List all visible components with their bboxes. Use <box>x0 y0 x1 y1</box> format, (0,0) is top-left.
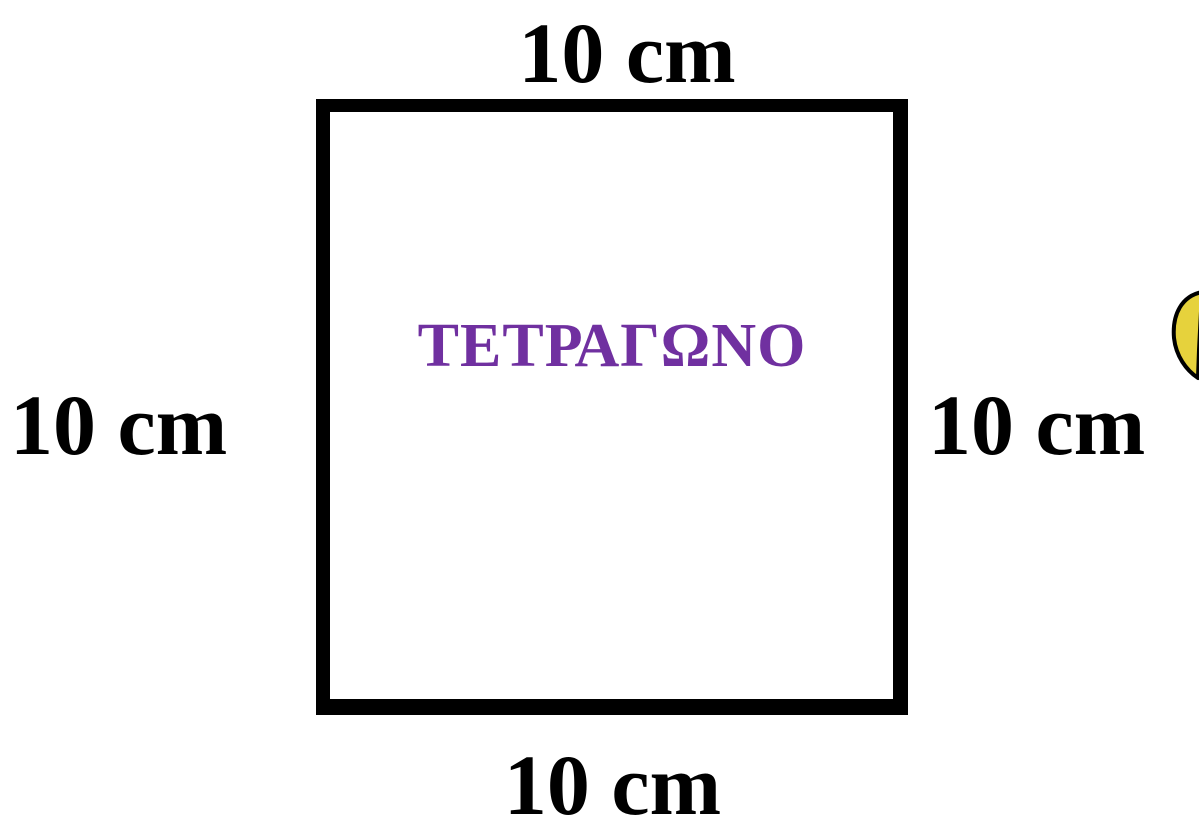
shape-name-label: ΤΕΤΡΑΓΩΝΟ <box>417 312 807 380</box>
side-label-top: 10 cm <box>518 5 736 101</box>
side-label-left: 10 cm <box>10 377 228 473</box>
side-label-bottom: 10 cm <box>503 737 722 833</box>
square-outline <box>316 99 908 715</box>
side-label-right: 10 cm <box>928 377 1146 473</box>
yellow-leaf-decoration-icon <box>1171 290 1199 380</box>
